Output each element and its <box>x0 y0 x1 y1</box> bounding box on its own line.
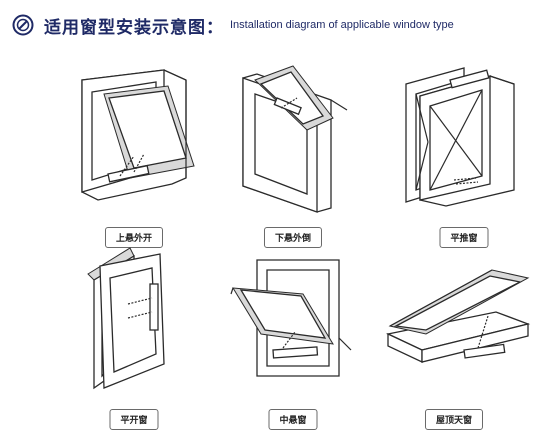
window-card-top-hung: 上悬外开 <box>64 58 204 248</box>
window-label: 中悬窗 <box>268 409 318 430</box>
window-card-bottom-hung: 下悬外倒 <box>223 58 363 248</box>
window-label: 屋顶天窗 <box>424 409 484 430</box>
window-label: 上悬外开 <box>104 227 164 248</box>
center-pivot-window-icon <box>230 259 352 377</box>
window-label: 下悬外倒 <box>263 227 323 248</box>
window-card-parallel-push: 平推窗 <box>394 58 534 248</box>
window-label: 平推窗 <box>439 227 489 248</box>
casement-window-icon <box>87 247 165 390</box>
window-card-roof-skylight: 屋顶天窗 <box>384 240 531 430</box>
top-hung-outward-window-icon <box>81 69 195 201</box>
brand-logo-icon <box>12 14 34 36</box>
page-subtitle: Installation diagram of applicable windo… <box>230 19 454 31</box>
parallel-push-window-icon <box>405 67 515 207</box>
header: 适用窗型安装示意图： Installation diagram of appli… <box>12 10 454 40</box>
bottom-hung-outward-window-icon <box>242 65 348 213</box>
window-label: 平开窗 <box>109 409 159 430</box>
roof-skylight-icon <box>385 269 531 364</box>
page-title: 适用窗型安装示意图： <box>44 17 224 38</box>
window-card-casement: 平开窗 <box>64 240 204 430</box>
window-card-center-pivot: 中悬窗 <box>223 240 363 430</box>
